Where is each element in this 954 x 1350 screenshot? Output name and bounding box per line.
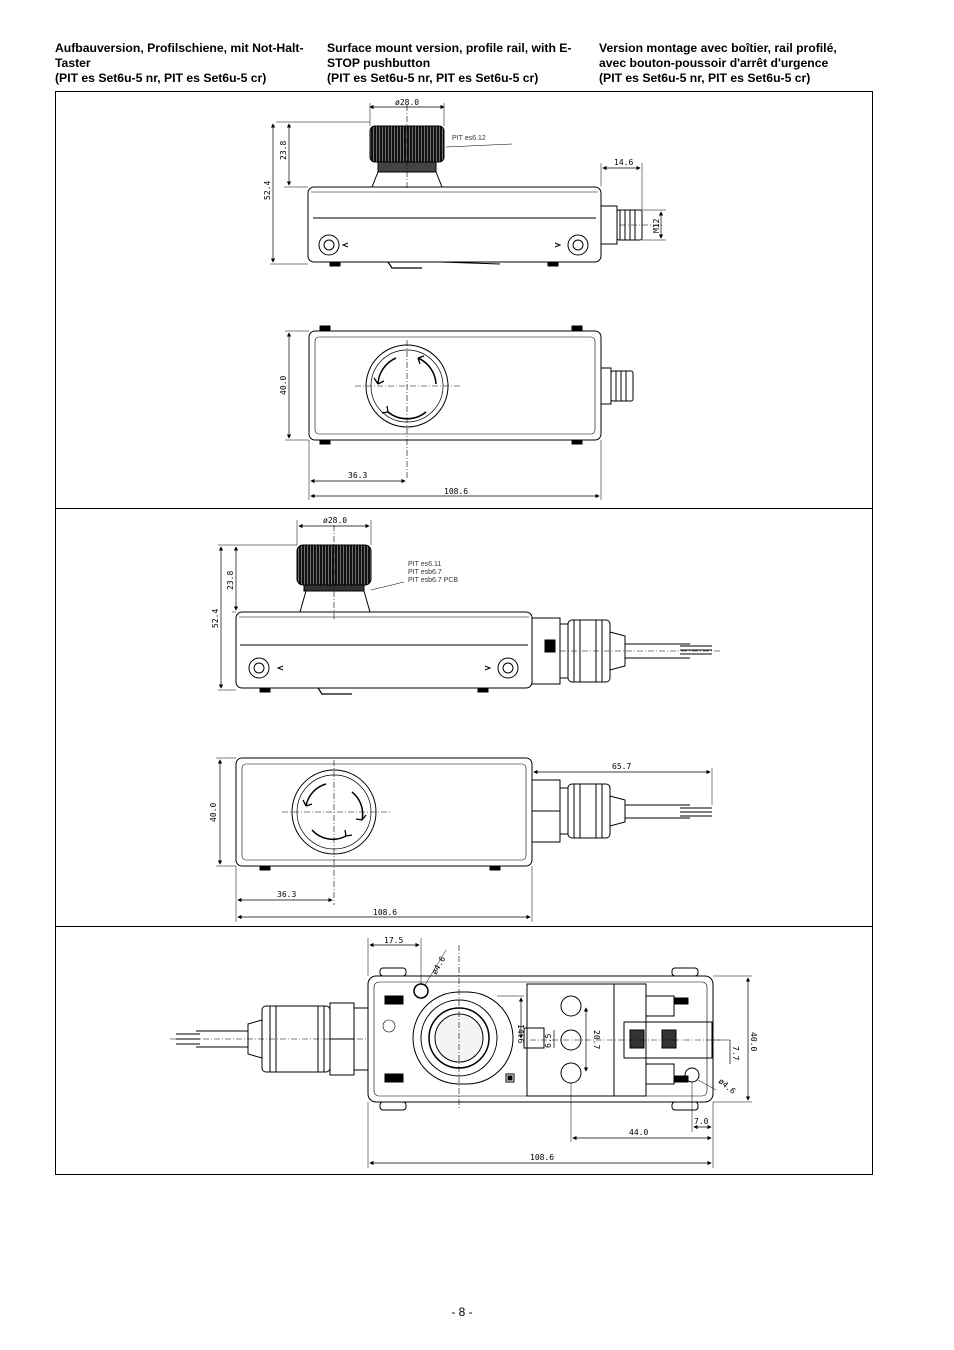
dim-offset: 36.3 — [348, 471, 367, 480]
header-english: Surface mount version, profile rail, wit… — [327, 41, 589, 86]
drawing-panel-bottom-view — [55, 927, 873, 1175]
dim-offset: 7.7 — [731, 1046, 740, 1061]
dim-cable: 65.7 — [612, 762, 631, 771]
drawing-panel-m12 — [55, 91, 873, 509]
dim-offset: 17.5 — [384, 936, 403, 945]
header-line: (PIT es Set6u-5 nr, PIT es Set6u-5 cr) — [327, 71, 539, 85]
dim-connector-width: 14.6 — [614, 158, 633, 167]
dim-offset: 7.0 — [694, 1117, 709, 1126]
dim-offset: 44.0 — [629, 1128, 648, 1137]
dim-length: 108.6 — [444, 487, 468, 496]
dim-connector-thread: M12 — [652, 218, 661, 233]
drawing-panel-cable — [55, 509, 873, 927]
header-line: Surface mount version, profile rail, wit… — [327, 41, 572, 55]
header-line: (PIT es Set6u-5 nr, PIT es Set6u-5 cr) — [599, 71, 811, 85]
dim-offset: 36.3 — [277, 890, 296, 899]
part-label: PIT es6.12 — [452, 135, 486, 142]
dim-diameter: ø28.0 — [395, 98, 419, 107]
dim-depth: 40.0 — [209, 803, 218, 822]
dim-depth: 40.0 — [749, 1032, 758, 1051]
part-label: PIT es6.11 — [408, 561, 441, 568]
dim-offset: 20.7 — [592, 1030, 601, 1049]
dim-height: 52.4 — [263, 181, 272, 200]
panel2-side-view — [218, 520, 720, 695]
dim-offset: 14.6 — [516, 1024, 525, 1043]
dim-height: 23.8 — [279, 141, 288, 160]
dim-height: 52.4 — [211, 609, 220, 628]
dim-depth: 40.0 — [279, 376, 288, 395]
header-line: Aufbauversion, Profilschiene, mit Not-Ha… — [55, 41, 304, 55]
dim-offset: 6.5 — [544, 1033, 553, 1048]
dim-diameter: ø28.0 — [323, 516, 347, 525]
header-french: Version montage avec boîtier, rail profi… — [599, 41, 874, 86]
dim-hole: ø4.6 — [430, 955, 448, 976]
header-line: STOP pushbutton — [327, 56, 431, 70]
page-number: - 8 - — [451, 1305, 473, 1319]
panel3-bottom-view — [170, 938, 752, 1168]
dim-hole: ø4.6 — [717, 1077, 738, 1096]
header-line: (PIT es Set6u-5 nr, PIT es Set6u-5 cr) — [55, 71, 267, 85]
panel1-side-view — [270, 103, 666, 269]
header-line: Version montage avec boîtier, rail profi… — [599, 41, 837, 55]
header-line: avec bouton-poussoir d'arrêt d'urgence — [599, 56, 829, 70]
panel1-top-view — [285, 325, 634, 500]
part-label: PIT esb6.7 PCB — [408, 577, 458, 584]
dim-length: 108.6 — [530, 1153, 554, 1162]
dim-length: 108.6 — [373, 908, 397, 917]
dim-height: 23.8 — [226, 571, 235, 590]
panel2-top-view — [216, 757, 713, 922]
part-label: PIT esb6.7 — [408, 569, 442, 576]
header-german: Aufbauversion, Profilschiene, mit Not-Ha… — [55, 41, 320, 86]
header-line: Taster — [55, 56, 91, 70]
